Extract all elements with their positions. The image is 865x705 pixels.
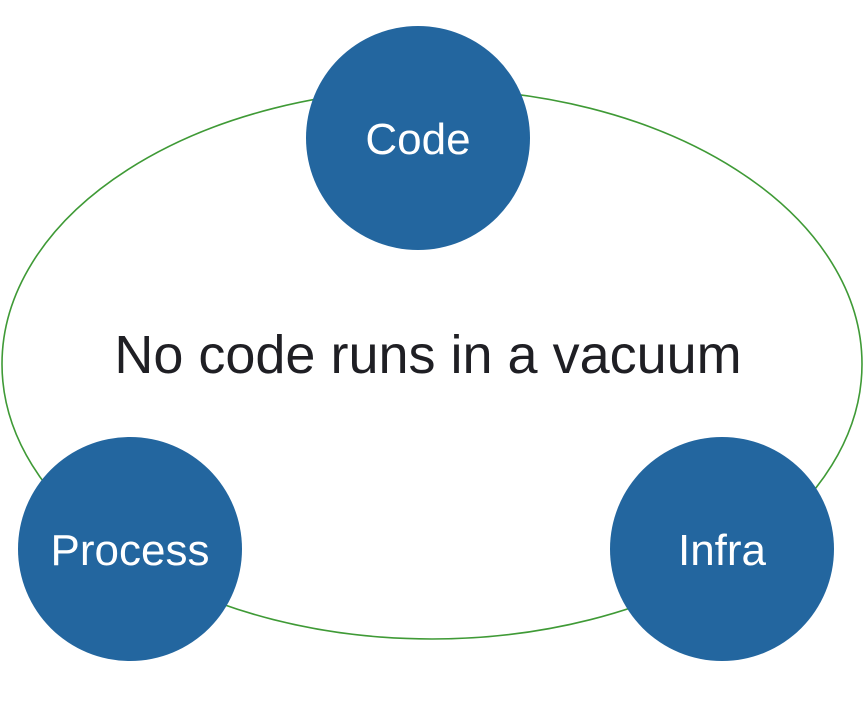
center-caption: No code runs in a vacuum xyxy=(114,325,741,385)
node-code: Code xyxy=(306,26,530,250)
node-infra-label: Infra xyxy=(678,526,767,575)
node-process: Process xyxy=(18,437,242,661)
node-process-circle xyxy=(18,437,242,661)
node-infra-circle xyxy=(610,437,834,661)
node-infra: Infra xyxy=(610,437,834,661)
node-code-label: Code xyxy=(365,115,470,164)
node-code-circle xyxy=(306,26,530,250)
node-process-label: Process xyxy=(51,526,210,575)
